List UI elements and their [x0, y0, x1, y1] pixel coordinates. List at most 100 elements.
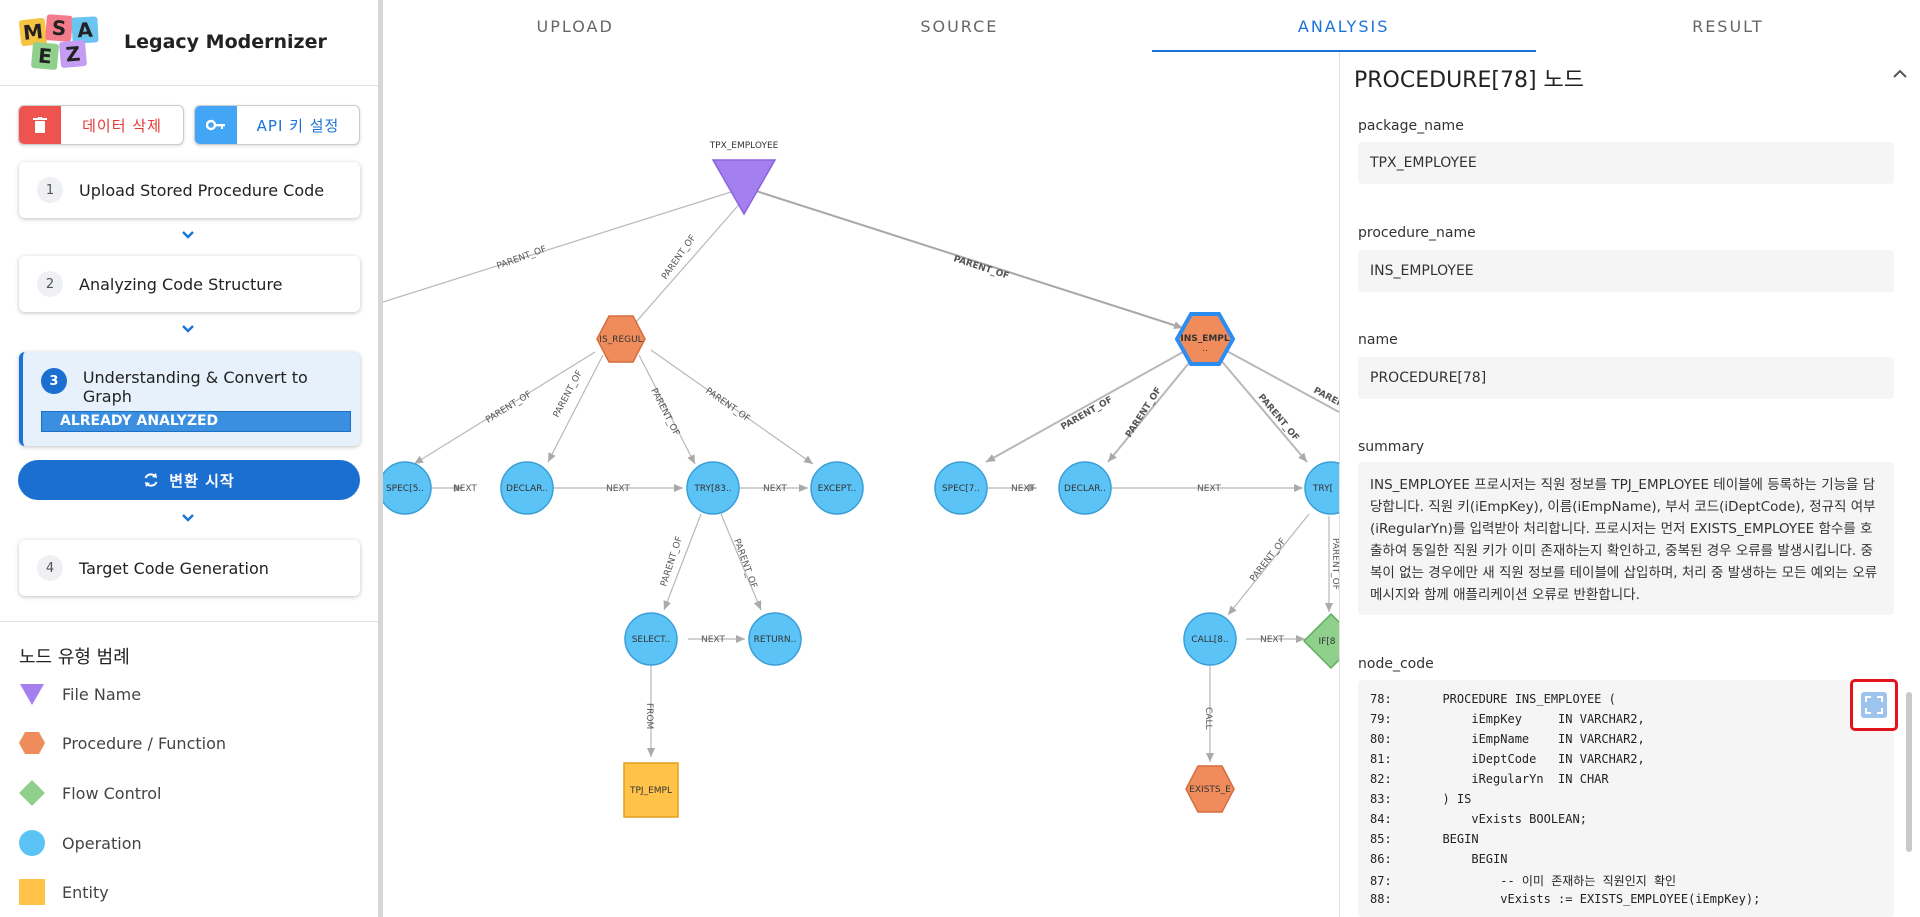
trash-icon	[19, 106, 61, 144]
summary-field[interactable]: INS_EMPLOYEE 프로시저는 직원 정보를 TPJ_EMPLOYEE 테…	[1358, 462, 1894, 615]
edge-label: PARENT_OF	[484, 390, 533, 426]
node-detail-panel: PROCEDURE[78] 노드 package_name TPX_EMPLOY…	[1339, 52, 1920, 917]
legend-label: Operation	[62, 833, 142, 853]
step-upload[interactable]: 1 Upload Stored Procedure Code	[19, 162, 360, 218]
code-line: 83: ) IS	[1370, 792, 1472, 806]
graph-node-procedure[interactable]	[596, 315, 646, 363]
divider	[0, 621, 378, 622]
node-label: ..	[1202, 344, 1208, 354]
sidebar-resize-handle[interactable]	[378, 0, 383, 917]
step-target-code[interactable]: 4 Target Code Generation	[19, 540, 360, 596]
code-line: 86: BEGIN	[1370, 852, 1508, 866]
graph-node-operation[interactable]	[934, 461, 988, 515]
graph-node-operation[interactable]	[1058, 461, 1112, 515]
legend-item-procedure: Procedure / Function	[18, 729, 226, 757]
api-key-label: API 키 설정	[256, 116, 340, 135]
step-understanding[interactable]: 3 Understanding & Convert to Graph ALREA…	[19, 352, 360, 446]
graph-node-operation[interactable]	[1304, 461, 1339, 515]
chevron-down-icon	[182, 231, 194, 239]
step-analyzing[interactable]: 2 Analyzing Code Structure	[19, 256, 360, 312]
refresh-icon	[143, 472, 159, 488]
chevron-down-icon	[182, 325, 194, 333]
app-title: Legacy Modernizer	[124, 31, 327, 53]
graph-node-file[interactable]	[711, 159, 777, 216]
edge-label: PARENT_OF	[496, 245, 548, 272]
app-logo: M S A E Z	[18, 14, 114, 71]
edge-label: PARENT_OF	[703, 386, 751, 424]
package-name-field[interactable]: TPX_EMPLOYEE	[1358, 142, 1894, 184]
node-label: EXCEPT..	[818, 484, 857, 494]
edge-label: PARENT_OF	[648, 387, 680, 438]
square-icon	[18, 878, 46, 906]
code-line: 82: iRegularYn IN CHAR	[1370, 772, 1609, 786]
node-label: IS_REGUL	[599, 335, 642, 345]
field-label: summary	[1358, 439, 1425, 455]
name-field[interactable]: PROCEDURE[78]	[1358, 357, 1894, 399]
delete-data-button[interactable]: 데이터 삭제	[18, 105, 184, 145]
node-label: SELECT..	[632, 635, 671, 645]
code-line: 84: vExists BOOLEAN;	[1370, 812, 1587, 826]
code-line: 81: iDeptCode IN VARCHAR2,	[1370, 752, 1645, 766]
expand-code-button[interactable]	[1850, 679, 1898, 731]
tab-result[interactable]: RESULT	[1692, 17, 1764, 36]
graph-node-operation[interactable]	[810, 461, 864, 515]
tab-analysis[interactable]: ANALYSIS	[1151, 0, 1537, 52]
edge-label: NEXT	[763, 484, 787, 494]
edge-label: PARENT_OF	[1124, 386, 1164, 440]
graph-edge	[650, 349, 814, 465]
convert-start-label: 변환 시작	[169, 471, 235, 490]
graph-node-operation[interactable]	[748, 612, 802, 666]
procedure-name-field[interactable]: INS_EMPLOYEE	[1358, 250, 1894, 292]
node-label: TPX_EMPLOYEE	[709, 141, 779, 151]
legend-item-operation: Operation	[18, 829, 142, 857]
graph-canvas[interactable]: PARENT_OF PARENT_OF PARENT_OF PARENT_OF …	[383, 52, 1339, 917]
graph-node-operation[interactable]	[1183, 612, 1237, 666]
scrollbar[interactable]	[1906, 692, 1912, 852]
edge-label: NEXT	[606, 484, 630, 494]
convert-start-button[interactable]: 변환 시작	[18, 460, 360, 500]
edge-label: NEXT	[1011, 484, 1035, 494]
graph-edge	[383, 191, 732, 303]
circle-icon	[18, 829, 46, 857]
graph-node-operation[interactable]	[624, 612, 678, 666]
graph-node-operation[interactable]	[686, 461, 740, 515]
graph-edge	[1224, 349, 1339, 413]
tab-source[interactable]: SOURCE	[920, 17, 999, 36]
tab-upload[interactable]: UPLOAD	[536, 17, 614, 36]
graph-node-operation[interactable]	[383, 461, 432, 515]
triangle-icon	[18, 680, 46, 708]
graph-edge	[752, 189, 1184, 330]
graph-edge	[547, 354, 604, 463]
legend-label: Flow Control	[62, 783, 162, 803]
node-label: TRY[	[1312, 484, 1333, 494]
graph-node-procedure[interactable]	[1185, 765, 1235, 813]
legend-label: Procedure / Function	[62, 733, 227, 753]
api-key-button[interactable]: API 키 설정	[194, 105, 360, 145]
step-title: Understanding & Convert to Graph	[82, 368, 308, 406]
hexagon-icon	[18, 729, 46, 757]
graph-node-flow-control[interactable]	[1302, 612, 1339, 670]
code-line: 85: BEGIN	[1370, 832, 1479, 846]
logo-letter: Z	[58, 39, 88, 69]
edge-label: PARENT_OF	[1060, 395, 1115, 433]
graph-node-operation[interactable]	[500, 461, 554, 515]
step-number: 3	[41, 368, 67, 394]
divider	[0, 85, 378, 86]
edge-label: PARENT_OF	[731, 538, 758, 590]
node-label: DECLAR..	[506, 484, 548, 494]
edge-label: NEXT	[453, 484, 477, 494]
field-label: procedure_name	[1358, 225, 1476, 241]
chevron-up-icon[interactable]	[1892, 68, 1908, 80]
node-label: DECLAR..	[1064, 484, 1106, 494]
step-number: 1	[37, 177, 63, 203]
edge-label: NEXT	[701, 635, 725, 645]
graph-edge	[1227, 513, 1310, 616]
edge-label: PARENT_OF	[952, 254, 1010, 281]
graph-node-entity[interactable]	[623, 762, 679, 818]
logo-letter: A	[71, 16, 99, 44]
legend-item-file-name: File Name	[18, 680, 141, 708]
node-code-field[interactable]: 78: PROCEDURE INS_EMPLOYEE ( 79: iEmpKey…	[1358, 680, 1894, 917]
graph-node-procedure-selected[interactable]	[1174, 312, 1236, 366]
brand[interactable]: M S A E Z Legacy Modernizer	[18, 14, 327, 71]
node-label: CALL[8..	[1191, 635, 1228, 645]
